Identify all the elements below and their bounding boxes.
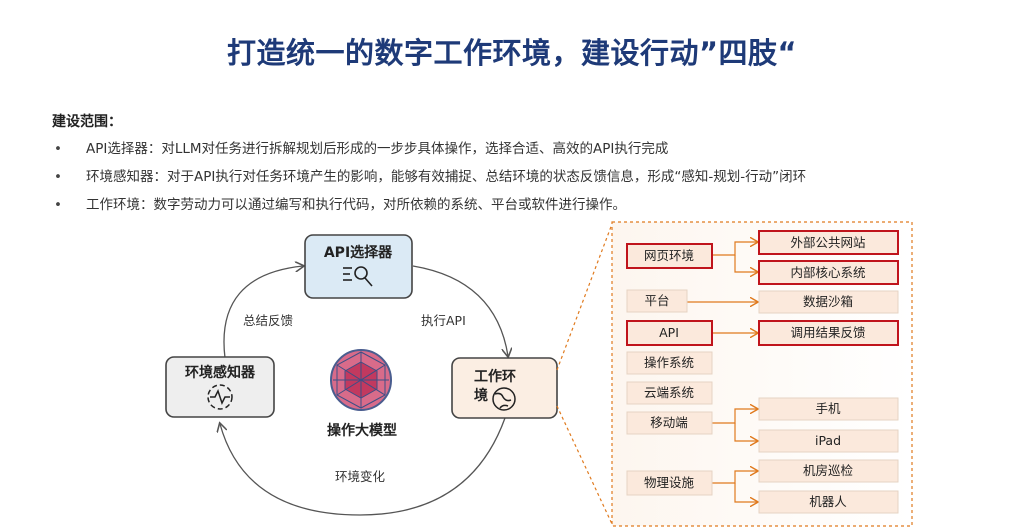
cycle-arc-right (412, 265, 508, 356)
child-node-server-room: 机房巡检 (758, 459, 899, 483)
cycle-arc-bottom (220, 417, 506, 516)
svg-text:操作系统: 操作系统 (644, 355, 694, 370)
svg-text:API: API (659, 325, 679, 340)
svg-text:移动端: 移动端 (650, 415, 688, 430)
api-selector-node: API选择器 (304, 234, 413, 299)
scope-item-env-sensor: 环境感知器：对于API执行对任务环境产生的影响，能够有效捕捉、总结环境的状态反馈… (52, 163, 806, 191)
scope-heading: 建设范围： (52, 114, 122, 130)
child-node-robot: 机器人 (758, 490, 899, 514)
scope-item-work-env: 工作环境：数字劳动力可以通过编写和执行代码，对所依赖的系统、平台或软件进行操作。 (52, 191, 806, 219)
child-node-call-feedback: 调用结果反馈 (758, 320, 899, 346)
svg-text:云端系统: 云端系统 (644, 385, 694, 400)
svg-text:外部公共网站: 外部公共网站 (790, 235, 865, 250)
model-label: 操作大模型 (327, 422, 397, 439)
work-env-label-line2: 境 (474, 387, 488, 404)
svg-text:手机: 手机 (815, 401, 841, 416)
category-node-platform: 平台 (626, 289, 688, 313)
svg-text:平台: 平台 (644, 293, 669, 308)
svg-text:调用结果反馈: 调用结果反馈 (790, 325, 865, 340)
edge-label-change: 环境变化 (335, 469, 386, 484)
child-node-public-web: 外部公共网站 (758, 230, 899, 255)
svg-text:数据沙箱: 数据沙箱 (803, 294, 853, 309)
svg-text:物理设施: 物理设施 (644, 475, 695, 490)
page-title: 打造统一的数字工作环境，建设行动”四肢“ (226, 36, 798, 70)
category-node-mobile: 移动端 (626, 411, 713, 435)
env-sensor-node: 环境感知器 (165, 356, 275, 418)
child-node-phone: 手机 (758, 397, 899, 421)
funnel-bottom-line (556, 405, 613, 525)
category-node-api: API (626, 320, 713, 346)
work-env-label-line1: 工作环 (474, 368, 516, 385)
funnel-top-line (556, 223, 613, 371)
child-node-core-system: 内部核心系统 (758, 260, 899, 285)
svg-text:机器人: 机器人 (809, 494, 847, 509)
svg-text:机房巡检: 机房巡检 (803, 463, 854, 478)
svg-text:iPad: iPad (815, 433, 841, 448)
model-gem-icon (330, 349, 392, 411)
globe-icon (492, 387, 516, 411)
category-node-cloud: 云端系统 (626, 381, 713, 405)
pulse-icon (207, 384, 233, 410)
cycle-arc-left (223, 266, 303, 359)
category-node-os: 操作系统 (626, 351, 713, 375)
work-env-node: 工作环 境 (451, 357, 558, 419)
api-selector-label: API选择器 (324, 244, 393, 261)
scope-item-api-selector: API选择器：对LLM对任务进行拆解规划后形成的一步步具体操作，选择合适、高效的… (52, 135, 806, 163)
scope-list: API选择器：对LLM对任务进行拆解规划后形成的一步步具体操作，选择合适、高效的… (52, 135, 806, 219)
child-node-sandbox: 数据沙箱 (758, 290, 899, 314)
edge-label-summary: 总结反馈 (243, 313, 293, 328)
tree-connectors (687, 242, 757, 502)
child-node-ipad: iPad (758, 429, 899, 453)
category-node-web: 网页环境 (626, 243, 713, 269)
svg-text:网页环境: 网页环境 (644, 248, 694, 263)
svg-text:内部核心系统: 内部核心系统 (790, 265, 865, 280)
env-sensor-label: 环境感知器 (185, 364, 256, 381)
edge-label-execute: 执行API (421, 313, 466, 328)
search-list-icon (343, 266, 373, 287)
category-node-physical: 物理设施 (626, 470, 713, 496)
